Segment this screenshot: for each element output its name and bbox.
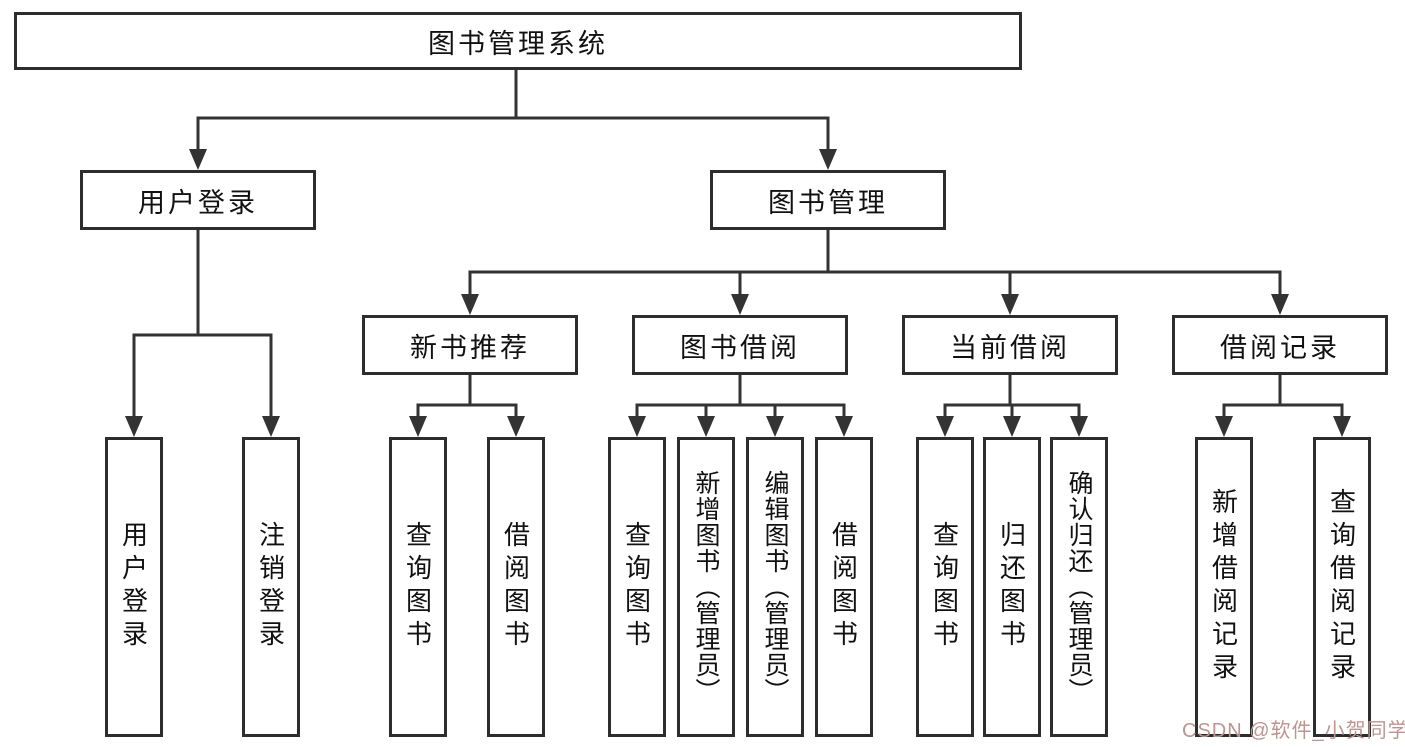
node-label: 图书管理 bbox=[768, 187, 888, 218]
node-leaf-logout: 注销登录 bbox=[242, 437, 300, 737]
node-label: 查询图书 bbox=[402, 521, 433, 653]
node-label: 当前借阅 bbox=[950, 332, 1070, 363]
node-label: 图书借阅 bbox=[680, 332, 800, 363]
node-leaf-user-login: 用户登录 bbox=[105, 437, 163, 737]
node-borrow-records: 借阅记录 bbox=[1172, 315, 1388, 375]
node-label: 新增图书（管理员） bbox=[692, 470, 720, 704]
node-label: 借阅记录 bbox=[1220, 332, 1340, 363]
node-label: 新书推荐 bbox=[410, 332, 530, 363]
node-label: 图书管理系统 bbox=[428, 28, 608, 59]
node-leaf-borrow-books: 借阅图书 bbox=[487, 437, 545, 737]
node-label: 用户登录 bbox=[138, 187, 258, 218]
node-label: 查询图书 bbox=[621, 521, 652, 653]
arrowheads bbox=[125, 149, 1351, 437]
node-leaf-query-books: 查询图书 bbox=[608, 437, 666, 737]
node-book-borrowing: 图书借阅 bbox=[632, 315, 848, 375]
node-leaf-add-books-admin: 新增图书（管理员） bbox=[677, 437, 735, 737]
node-current-borrowing: 当前借阅 bbox=[902, 315, 1118, 375]
node-label: 用户登录 bbox=[118, 521, 149, 653]
node-new-book-recommend: 新书推荐 bbox=[362, 315, 578, 375]
node-label: 编辑图书（管理员） bbox=[761, 470, 789, 704]
node-leaf-query-books: 查询图书 bbox=[389, 437, 447, 737]
node-leaf-query-borrow-record: 查询借阅记录 bbox=[1313, 437, 1371, 737]
node-label: 确认归还（管理员） bbox=[1065, 470, 1093, 704]
node-leaf-add-borrow-record: 新增借阅记录 bbox=[1195, 437, 1253, 737]
node-leaf-query-books: 查询图书 bbox=[916, 437, 974, 737]
node-system-root: 图书管理系统 bbox=[14, 12, 1022, 70]
node-user-login: 用户登录 bbox=[80, 170, 316, 230]
node-leaf-edit-books-admin: 编辑图书（管理员） bbox=[746, 437, 804, 737]
node-label: 新增借阅记录 bbox=[1208, 488, 1239, 686]
node-book-management: 图书管理 bbox=[710, 170, 946, 230]
node-leaf-borrow-books: 借阅图书 bbox=[815, 437, 873, 737]
node-label: 借阅图书 bbox=[500, 521, 531, 653]
node-label: 注销登录 bbox=[255, 521, 286, 653]
node-label: 查询图书 bbox=[929, 521, 960, 653]
node-leaf-return-books: 归还图书 bbox=[983, 437, 1041, 737]
csdn-watermark: CSDN @软件_小贺同学 bbox=[1182, 720, 1405, 742]
node-leaf-confirm-return-admin: 确认归还（管理员） bbox=[1050, 437, 1108, 737]
node-label: 归还图书 bbox=[996, 521, 1027, 653]
node-label: 查询借阅记录 bbox=[1326, 488, 1357, 686]
node-label: 借阅图书 bbox=[828, 521, 859, 653]
